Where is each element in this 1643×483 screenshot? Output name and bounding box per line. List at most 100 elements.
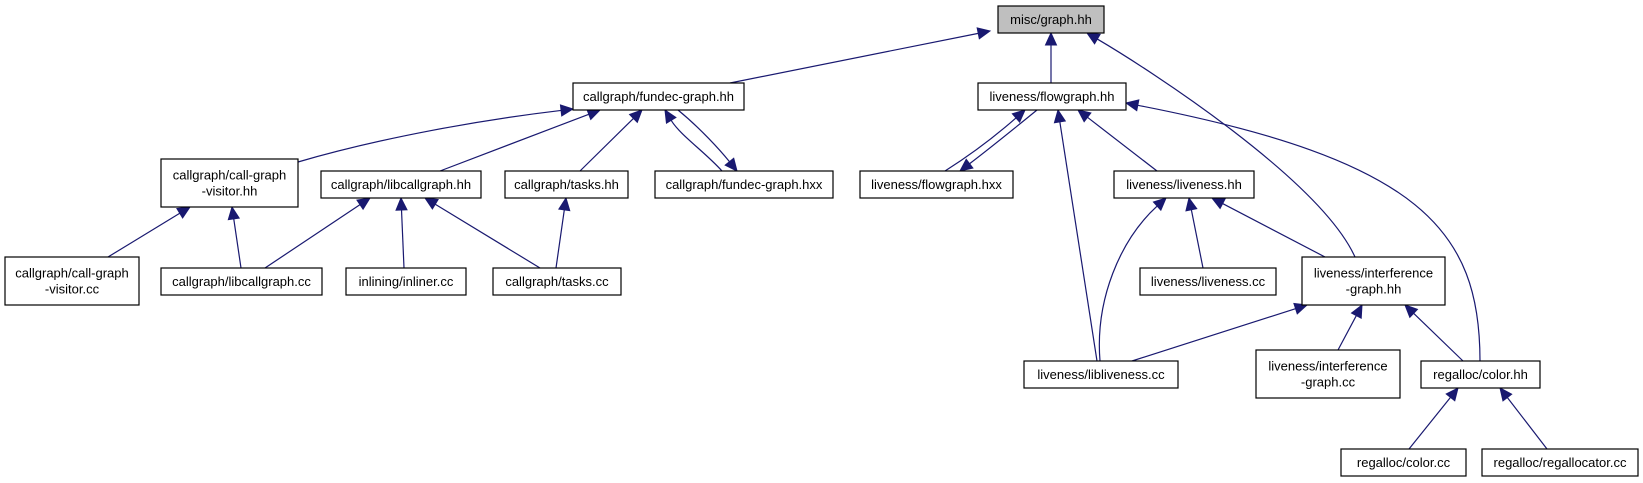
node-box[interactable] [1255,349,1401,399]
graph-node-n13[interactable]: liveness/liveness.cc [1139,267,1277,296]
graph-node-n17[interactable]: regalloc/color.hh [1420,360,1541,389]
graph-node-n5[interactable]: callgraph/tasks.hh [504,170,629,199]
node-box[interactable] [654,170,834,199]
graph-node-n18[interactable]: regalloc/color.cc [1340,448,1467,477]
node-label[interactable]: liveness/libliveness.cc [1037,367,1165,382]
edge-n7-to-n2-arrowhead [1011,109,1026,123]
graph-node-n7[interactable]: liveness/flowgraph.hxx [859,170,1014,199]
node-box[interactable] [320,170,482,199]
edge-n15-to-n2 [1059,121,1098,362]
node-box[interactable] [859,170,1014,199]
edge-n14-to-n8 [1222,203,1326,258]
node-box[interactable] [4,256,140,306]
edge-n6-to-n1 [670,119,723,172]
node-label[interactable]: callgraph/fundec-graph.hxx [666,177,823,192]
edge-n5-to-n1-arrowhead [628,109,643,124]
edge-n1-to-n6 [677,109,730,163]
node-box[interactable] [492,267,622,296]
edge-n15-to-n2-arrowhead [1053,108,1067,124]
edge-n19-to-n17 [1506,397,1548,450]
edge-n5-to-n1 [579,117,634,172]
node-label[interactable]: callgraph/libcallgraph.hh [331,177,471,192]
node-box[interactable] [1301,256,1446,306]
node-label[interactable]: liveness/flowgraph.hxx [871,177,1002,192]
edge-n10-to-n4 [264,204,361,269]
node-box[interactable] [1420,360,1541,389]
node-box[interactable] [504,170,629,199]
graph-node-n8[interactable]: liveness/liveness.hh [1113,170,1255,199]
node-label[interactable]: callgraph/tasks.hh [514,177,619,192]
graph-node-n1[interactable]: callgraph/fundec-graph.hh [572,82,745,111]
edge-n15-to-n8 [1098,205,1158,362]
graph-node-n11[interactable]: inlining/inliner.cc [345,267,467,296]
edge-n11-to-n4-arrowhead [395,196,408,211]
edge-n8-to-n2-arrowhead [1077,109,1092,123]
node-label[interactable]: liveness/liveness.cc [1151,274,1266,289]
node-box[interactable] [1023,360,1179,389]
edge-n14-to-n8-arrowhead [1210,197,1226,210]
edge-n15-to-n8-arrowhead [1152,197,1167,212]
graph-node-n9[interactable]: callgraph/call-graph-visitor.cc [4,256,140,306]
node-box[interactable] [160,158,299,208]
edge-n9-to-n3-arrowhead [176,206,192,219]
edge-n3-to-n1 [297,109,562,163]
node-box[interactable] [1340,448,1467,477]
node-label[interactable]: liveness/interference [1314,266,1433,281]
edge-n17-to-n14 [1413,312,1464,362]
edge-n17-to-n14-arrowhead [1404,304,1419,319]
edge-n2-to-n0-arrowhead [1044,31,1058,46]
node-label[interactable]: inlining/inliner.cc [359,274,454,289]
edge-n19-to-n17-arrowhead [1499,387,1513,402]
node-box[interactable] [977,82,1127,111]
node-label[interactable]: callgraph/libcallgraph.cc [172,274,311,289]
graph-node-n14[interactable]: liveness/interference-graph.hh [1301,256,1446,306]
node-label[interactable]: regalloc/color.cc [1357,455,1451,470]
graph-node-n2[interactable]: liveness/flowgraph.hh [977,82,1127,111]
edge-n2-to-n7-arrowhead [959,158,974,172]
node-label[interactable]: -visitor.cc [45,282,100,297]
node-box[interactable] [1481,448,1639,477]
node-box[interactable] [572,82,745,111]
edge-n18-to-n17-arrowhead [1445,387,1459,402]
node-label[interactable]: callgraph/call-graph [173,168,286,183]
node-label[interactable]: callgraph/tasks.cc [505,274,609,289]
graph-node-n4[interactable]: callgraph/libcallgraph.hh [320,170,482,199]
node-box[interactable] [345,267,467,296]
node-label[interactable]: -visitor.hh [202,184,258,199]
graph-node-n0[interactable]: misc/graph.hh [997,5,1105,34]
edge-n14-to-n0 [1097,38,1356,258]
node-label[interactable]: -graph.hh [1346,282,1402,297]
node-box[interactable] [1113,170,1255,199]
node-box[interactable] [997,5,1105,34]
node-label[interactable]: -graph.cc [1301,375,1356,390]
graph-node-n3[interactable]: callgraph/call-graph-visitor.hh [160,158,299,208]
edge-n1-to-n6-arrowhead [724,157,738,172]
edge-n15-to-n14-arrowhead [1293,302,1309,315]
edge-n18-to-n17 [1408,396,1451,450]
edge-n12-to-n4-arrowhead [423,197,439,210]
edge-n17-to-n2-arrowhead [1124,99,1140,112]
edge-n1-to-n0-arrowhead [976,27,992,40]
graph-node-n15[interactable]: liveness/libliveness.cc [1023,360,1179,389]
edge-n1-to-n0 [729,32,979,84]
node-box[interactable] [1139,267,1277,296]
edge-n7-to-n2 [944,117,1017,172]
node-label[interactable]: callgraph/fundec-graph.hh [583,89,734,104]
node-box[interactable] [160,267,323,296]
edge-n3-to-n1-arrowhead [559,104,575,117]
nodes-layer: misc/graph.hh callgraph/fundec-graph.hh li… [4,5,1639,477]
node-label[interactable]: liveness/liveness.hh [1126,177,1242,192]
graph-node-n12[interactable]: callgraph/tasks.cc [492,267,622,296]
node-label[interactable]: callgraph/call-graph [15,266,128,281]
node-label[interactable]: misc/graph.hh [1010,12,1092,27]
node-label[interactable]: liveness/flowgraph.hh [989,89,1114,104]
graph-node-n19[interactable]: regalloc/regallocator.cc [1481,448,1639,477]
graph-node-n16[interactable]: liveness/interference-graph.cc [1255,349,1401,399]
node-label[interactable]: liveness/interference [1268,359,1387,374]
node-label[interactable]: regalloc/color.hh [1433,367,1528,382]
graph-node-n6[interactable]: callgraph/fundec-graph.hxx [654,170,834,199]
node-label[interactable]: regalloc/regallocator.cc [1494,455,1627,470]
graph-node-n10[interactable]: callgraph/libcallgraph.cc [160,267,323,296]
edge-n4-to-n1-arrowhead [586,108,602,121]
